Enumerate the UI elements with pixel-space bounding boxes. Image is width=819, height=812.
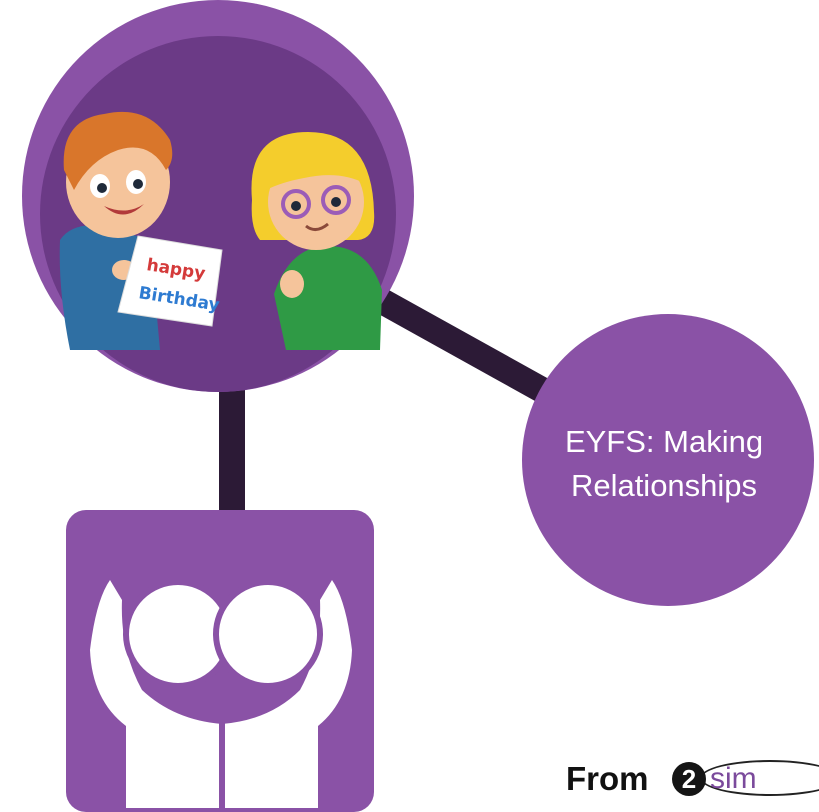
girl-illustration [251,132,382,350]
topic-label: EYFS: Making Relationships [516,420,812,508]
topic-circle [522,314,814,606]
brand-oval [700,760,819,796]
topic-label-line-1: EYFS: Making [564,424,764,459]
children-illustration-circle: happy Birthday [22,0,414,392]
brand-number-badge: 2 [672,762,706,796]
hands-holding-icon [90,579,352,808]
topic-label-line-2: Relationships [570,468,758,503]
hands-icon-box [66,510,374,812]
birthday-card: happy Birthday [117,235,223,327]
from-label: From [566,760,649,797]
connector-photo-topic [373,288,567,412]
brand-word: sim [710,762,757,795]
brand-logo[interactable]: 2 sim [672,758,819,802]
